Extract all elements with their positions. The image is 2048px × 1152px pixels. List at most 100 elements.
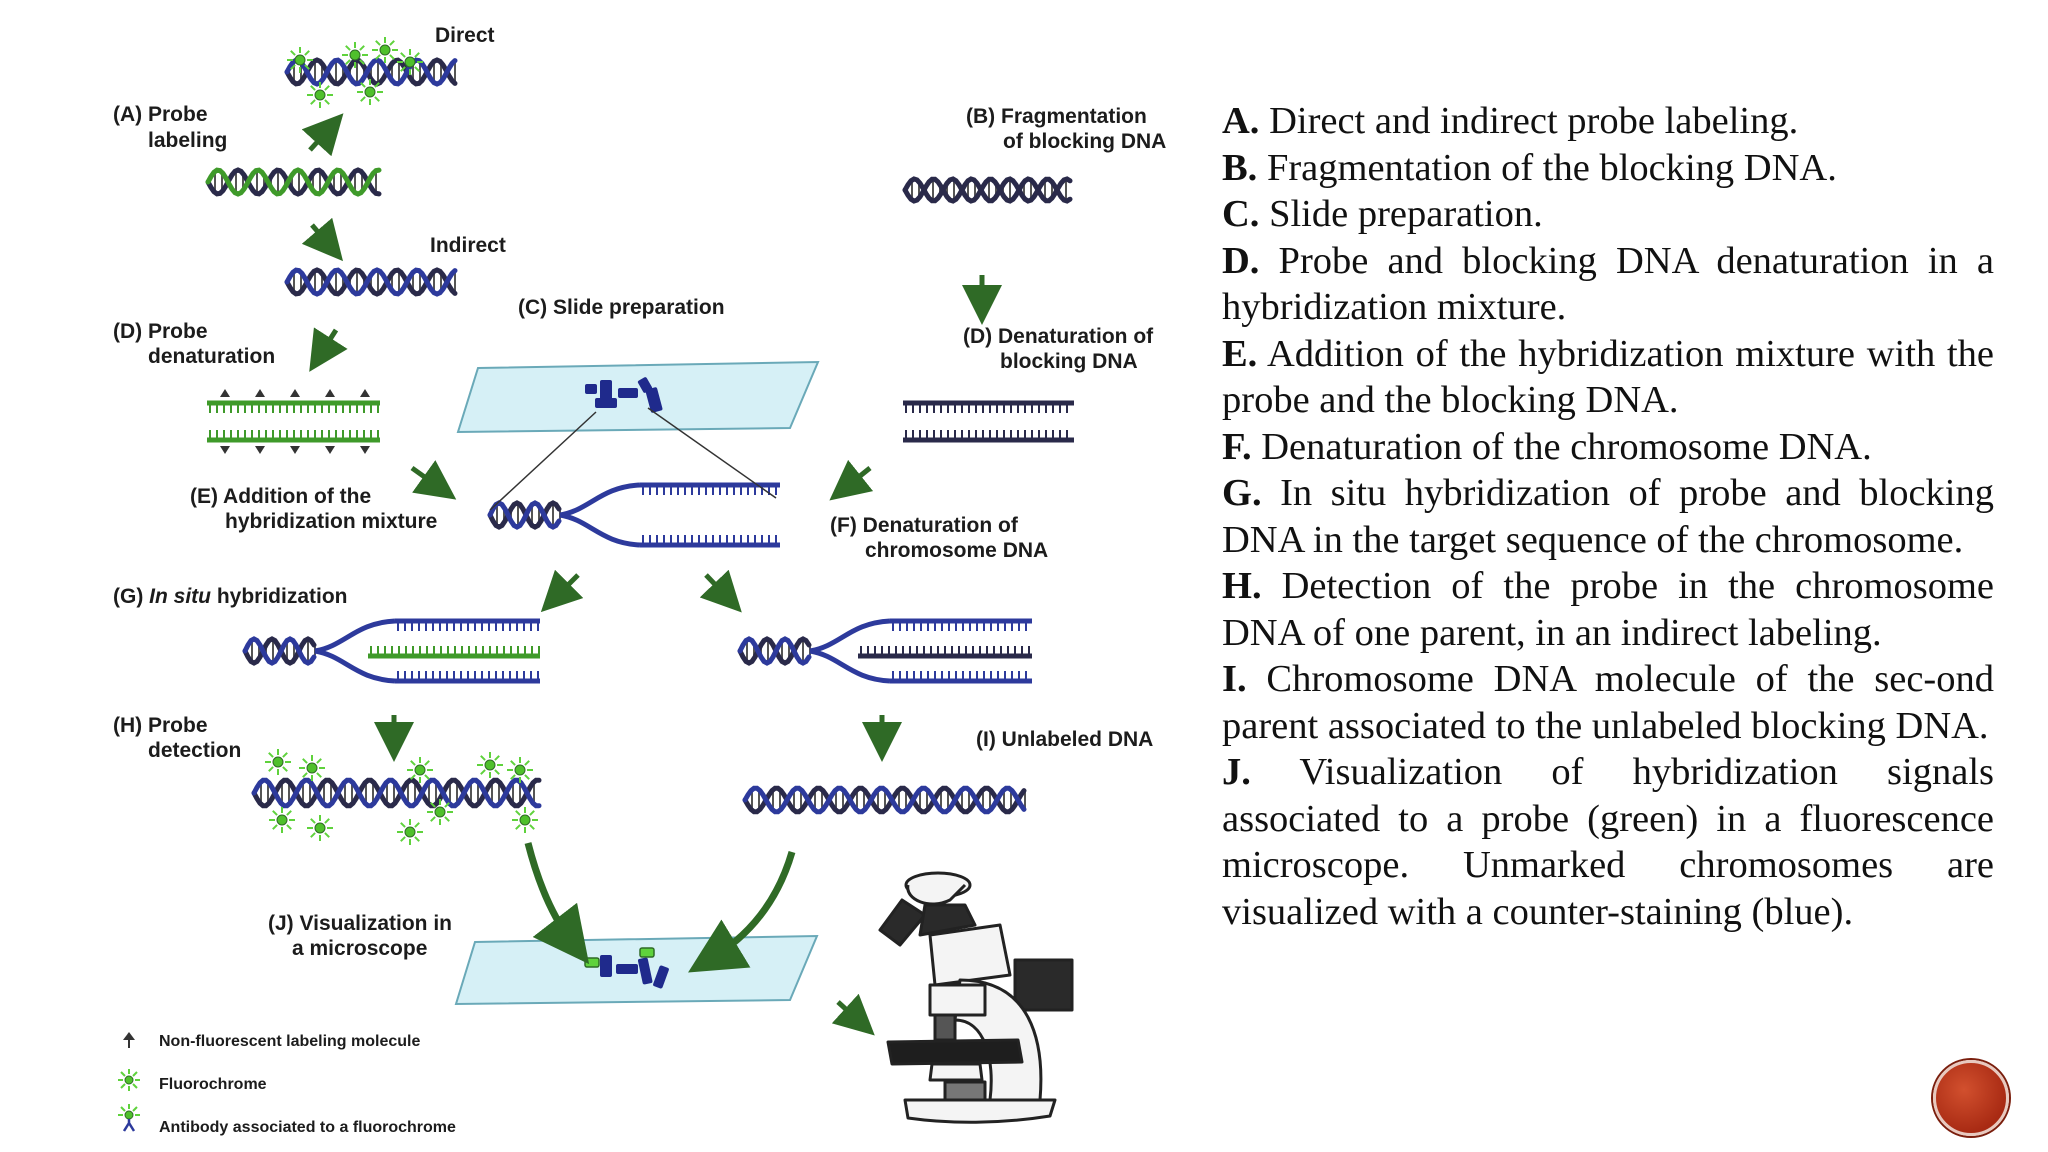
fish-diagram: Direct (A) Probe labeling (B) Fragmentat…	[113, 24, 1166, 1136]
arrow-to-microscope	[831, 993, 875, 1036]
blocking-top-strand	[903, 400, 1074, 413]
legend-label-0: Non-fluorescent labeling molecule	[159, 1033, 420, 1050]
label-dr2: blocking DNA	[1000, 350, 1138, 373]
detected-probe-helix	[251, 777, 542, 809]
chromosome-denatured-bottom	[640, 535, 780, 548]
caption-text: In situ hybridization of probe and block…	[1222, 472, 1994, 561]
label-h2: detection	[148, 739, 241, 762]
label-g: (G) In situ hybridization	[113, 585, 348, 608]
caption-letter: D.	[1222, 239, 1260, 282]
fluorochrome-mark	[269, 807, 295, 833]
fluorochrome-mark	[397, 49, 423, 75]
arrow-h-to-slide	[524, 842, 590, 965]
fluorochrome-mark	[342, 42, 368, 68]
caption-text: Fragmentation of the blocking DNA.	[1257, 146, 1837, 189]
hybridized-blocking	[737, 618, 1032, 684]
caption-text: Chromosome DNA molecule of the sec-ond p…	[1222, 658, 1994, 747]
chromosome-denatured-twist	[487, 500, 562, 530]
fluorochrome-mark	[307, 815, 333, 841]
caption-letter: E.	[1222, 332, 1258, 375]
label-d1: (D) Probe	[113, 320, 208, 343]
caption-item: B. Fragmentation of the blocking DNA.	[1222, 145, 1994, 192]
caption-item: A. Direct and indirect probe labeling.	[1222, 98, 1994, 145]
label-j2: a microscope	[292, 937, 427, 960]
caption-item: I. Chromosome DNA molecule of the sec-on…	[1222, 656, 1994, 749]
label-a2: labeling	[148, 129, 227, 152]
label-indirect: Indirect	[430, 234, 506, 257]
fluorochrome-icon	[118, 1069, 140, 1091]
caption-item: D. Probe and blocking DNA denaturation i…	[1222, 238, 1994, 331]
caption-item: J. Visualization of hybridization signal…	[1222, 749, 1994, 935]
caption-text: Direct and indirect probe labeling.	[1259, 100, 1799, 142]
probe-top-strand	[207, 400, 380, 413]
next-slide-button[interactable]	[1933, 1060, 2009, 1136]
caption-letter: H.	[1222, 565, 1262, 607]
arrow-to-g-left	[540, 569, 584, 613]
fluorochrome-mark	[287, 47, 313, 73]
probe-helix	[205, 167, 382, 197]
fluorochrome-mark	[265, 749, 291, 775]
fluorochrome-mark	[299, 755, 325, 781]
figure-caption: A. Direct and indirect probe labeling.B.…	[1222, 98, 1994, 935]
label-direct: Direct	[435, 24, 495, 47]
hybridized-blocking-twist	[737, 636, 812, 666]
label-c: (C) Slide preparation	[518, 296, 725, 319]
arrow-to-direct	[301, 113, 344, 157]
hybridized-probe-top	[395, 618, 540, 631]
caption-text: Visualization of hybridization signals a…	[1222, 751, 1994, 933]
antibody-fluorochrome-icon	[118, 1104, 140, 1132]
zoom-lines	[489, 407, 777, 511]
label-e2: hybridization mixture	[225, 510, 437, 533]
bound-blocking	[858, 646, 1032, 659]
microscope-icon	[878, 871, 1074, 1124]
label-h1: (H) Probe	[113, 714, 208, 737]
caption-item: C. Slide preparation.	[1222, 191, 1994, 238]
fluorochrome-mark	[372, 37, 398, 63]
caption-letter: J.	[1222, 751, 1251, 793]
probe-bottom-strand	[207, 430, 380, 443]
legend-label-2: Antibody associated to a fluorochrome	[159, 1119, 456, 1136]
fluorochrome-mark	[512, 807, 538, 833]
legend: Non-fluorescent labeling molecule Fluoro…	[118, 1032, 456, 1136]
caption-letter: B.	[1222, 146, 1258, 189]
caption-text: Detection of the probe in the chromosome…	[1222, 565, 1994, 654]
blocking-bottom-strand	[903, 430, 1074, 443]
denatured-strands	[207, 389, 1074, 809]
fluorochrome-mark	[407, 757, 433, 783]
chromosome-denatured	[487, 482, 780, 548]
caption-text: Slide preparation.	[1259, 193, 1543, 235]
fluorochrome-mark	[397, 819, 423, 845]
label-i: (I) Unlabeled DNA	[976, 728, 1153, 751]
caption-letter: G.	[1222, 472, 1262, 514]
process-arrows	[301, 113, 1002, 1036]
label-f1: (F) Denaturation of	[830, 514, 1019, 537]
caption-item: G. In situ hybridization of probe and bl…	[1222, 470, 1994, 563]
arrow-i-to-slide	[688, 851, 796, 973]
slide-preparation	[456, 360, 820, 434]
hybridized-probe-twist	[242, 636, 317, 666]
fluorochrome-mark	[427, 799, 453, 825]
caption-item: F. Denaturation of the chromosome DNA.	[1222, 424, 1994, 471]
caption-letter: A.	[1222, 100, 1260, 142]
caption-letter: I.	[1222, 658, 1247, 700]
hybridized-blocking-bottom	[890, 671, 1032, 684]
fluorochromes	[265, 37, 538, 845]
label-d2: denaturation	[148, 345, 275, 368]
label-b1: (B) Fragmentation	[966, 105, 1147, 128]
arrow-blocking-mixture	[829, 459, 874, 501]
dna-strands	[205, 57, 1073, 815]
hybridized-probe	[242, 618, 540, 684]
label-b2: of blocking DNA	[1003, 130, 1166, 153]
unlabeled-dna-helix	[742, 785, 1027, 815]
label-a1: (A) Probe	[113, 103, 208, 126]
label-j1: (J) Visualization in	[268, 912, 452, 935]
caption-item: E. Addition of the hybridization mixture…	[1222, 331, 1994, 424]
hybridized-probe-bottom	[395, 671, 540, 684]
blocking-dna-helix	[902, 176, 1073, 204]
label-e1: (E) Addition of the	[190, 485, 371, 508]
caption-item: H. Detection of the probe in the chromos…	[1222, 563, 1994, 656]
arrow-to-denaturation	[309, 327, 348, 372]
fluorochrome-mark	[507, 757, 533, 783]
caption-letter: F.	[1222, 425, 1252, 468]
caption-text: Denaturation of the chromosome DNA.	[1251, 425, 1872, 468]
